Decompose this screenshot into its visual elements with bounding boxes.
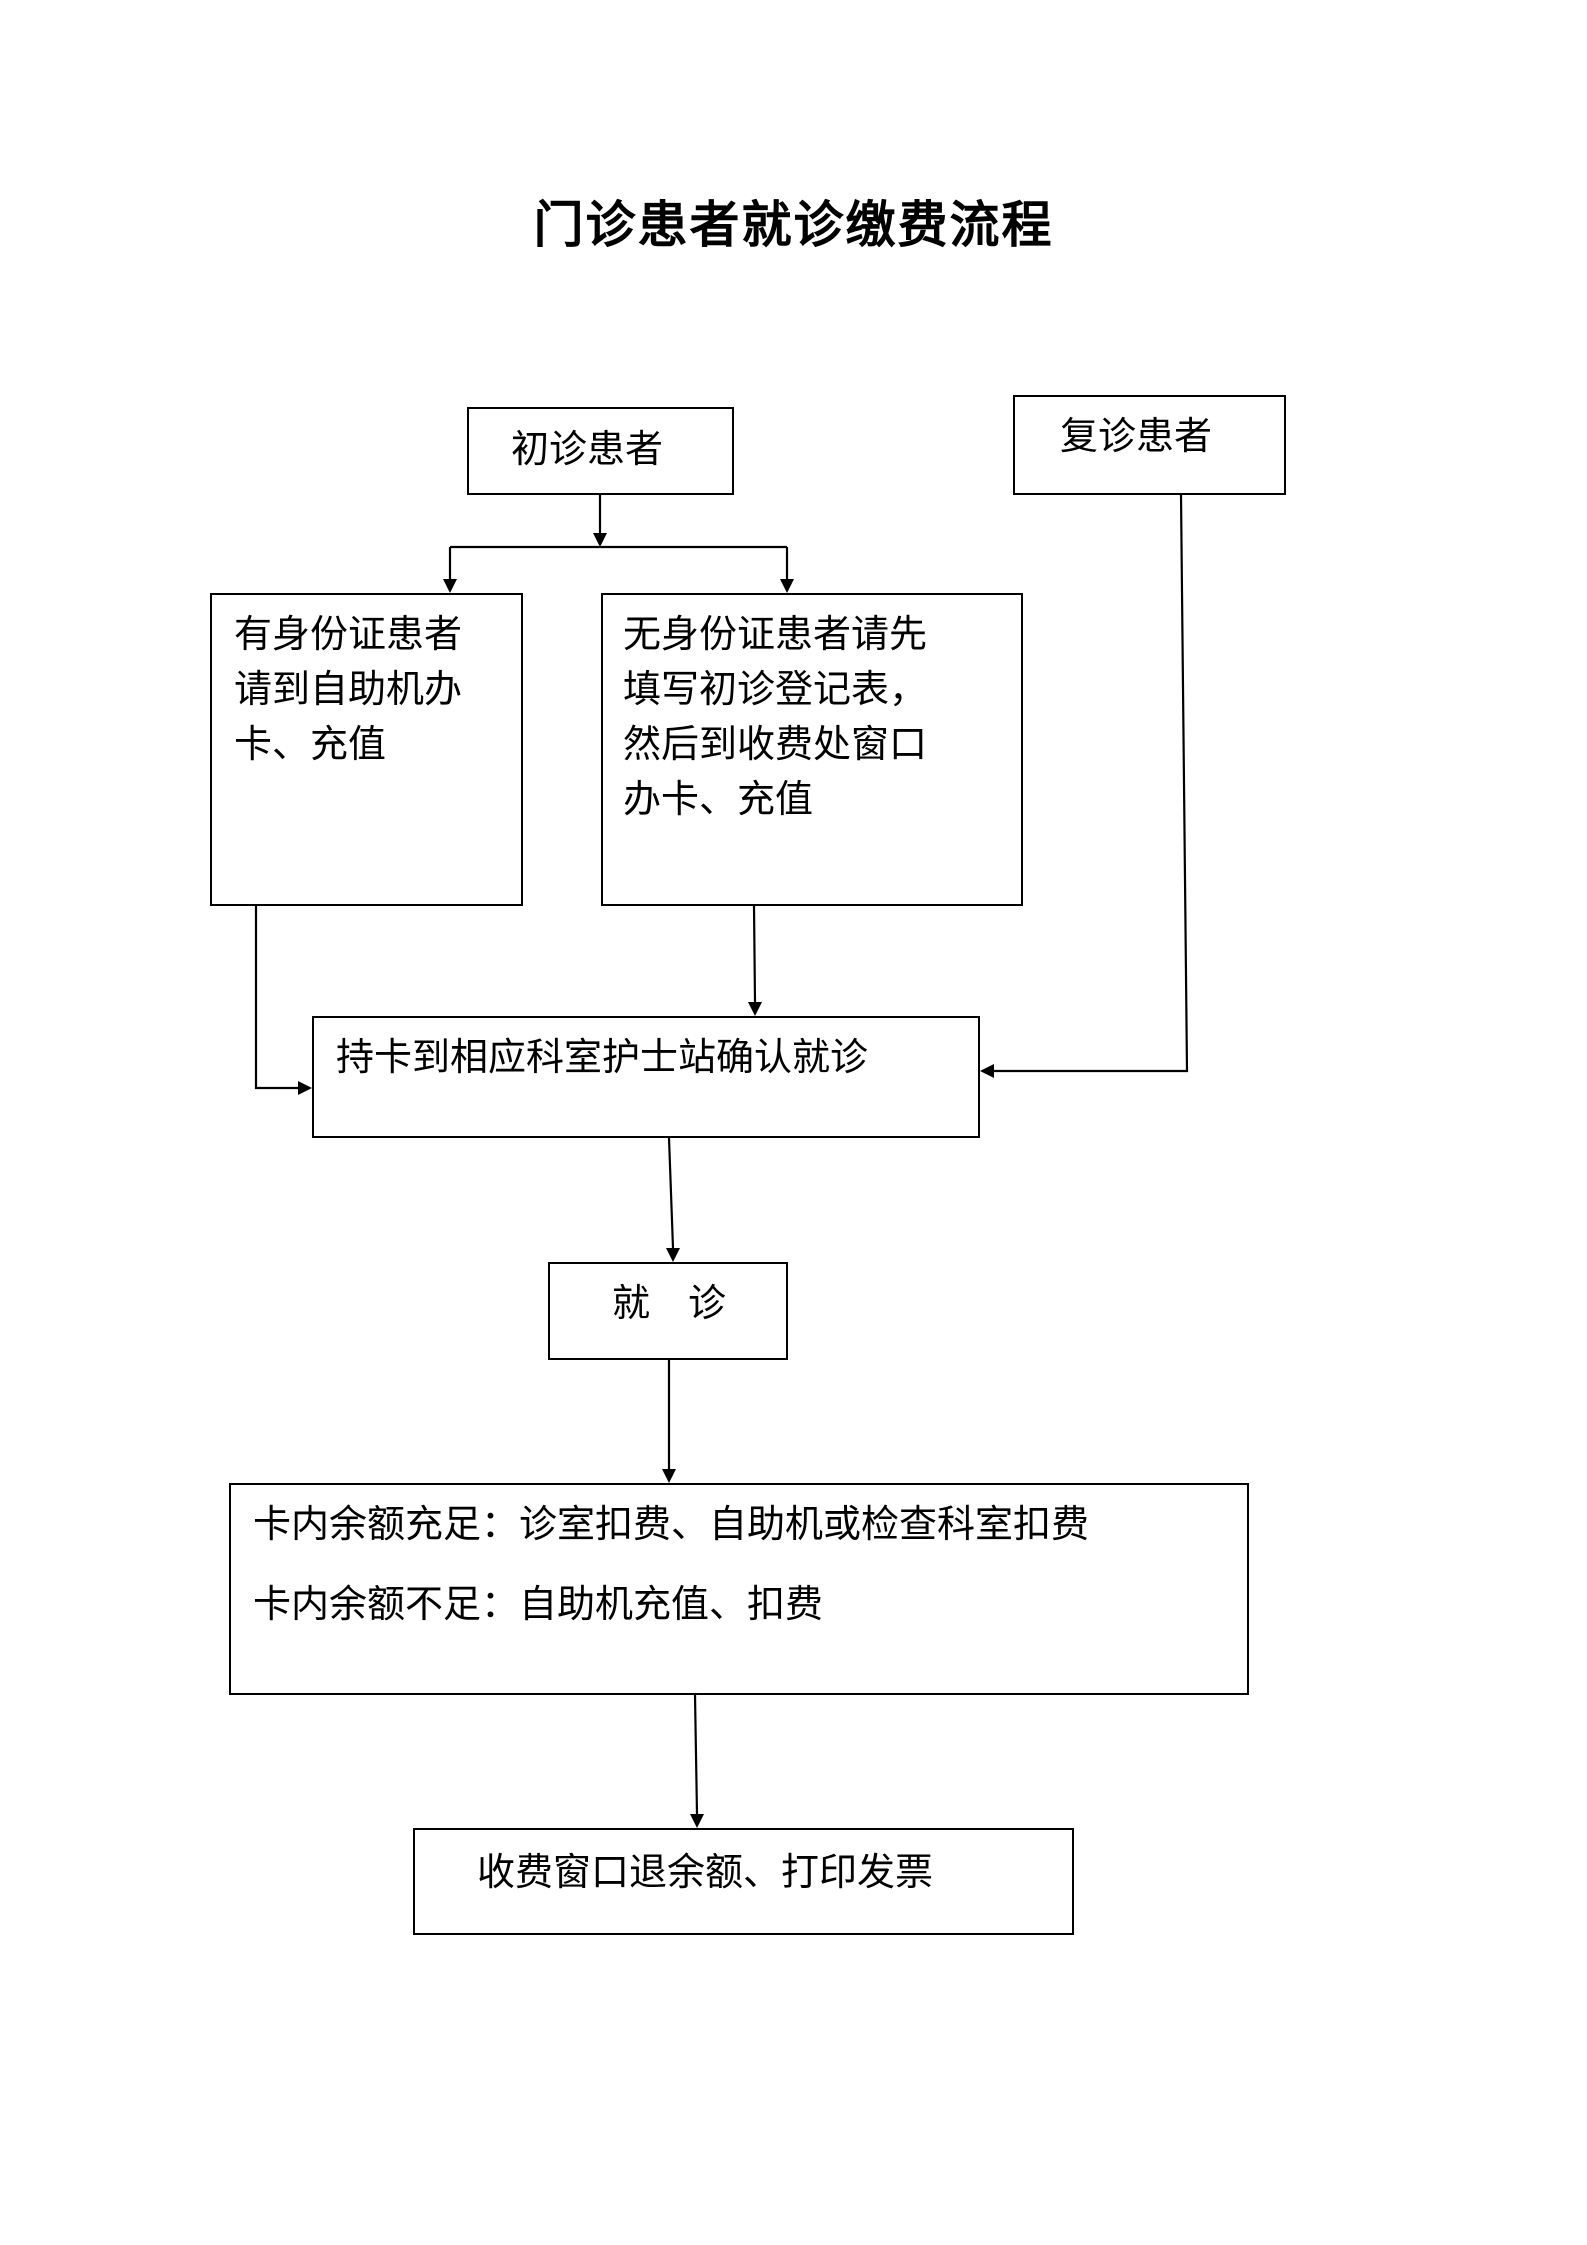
connector-confirm-to-consult: [667, 1137, 675, 1249]
first-visit-box: 初诊患者: [467, 407, 734, 495]
refund-label: 收费窗口退余额、打印发票: [477, 1850, 934, 1894]
arrowhead: [780, 579, 794, 593]
arrowhead: [748, 1002, 762, 1016]
return-visit-label: 复诊患者: [1060, 414, 1213, 458]
consult-box: 就 诊: [548, 1262, 788, 1360]
return-visit-box: 复诊患者: [1013, 395, 1286, 495]
arrowhead: [443, 579, 457, 593]
refund-box: 收费窗口退余额、打印发票: [413, 1828, 1074, 1935]
arrowhead: [662, 1469, 676, 1483]
confirm-box: 持卡到相应科室护士站确认就诊: [312, 1016, 980, 1138]
without-id-label: 无身份证患者请先 填写初诊登记表， 然后到收费处窗口 办卡、充值: [623, 612, 928, 821]
connector-billing-to-refund: [693, 1694, 699, 1815]
arrowhead: [593, 533, 607, 547]
first-visit-label: 初诊患者: [511, 427, 664, 471]
confirm-label: 持卡到相应科室护士站确认就诊: [336, 1035, 869, 1079]
balance-sufficient-label: 卡内余额充足：诊室扣费、自助机或检查科室扣费: [253, 1502, 1090, 1546]
connector-without-id-to-confirm: [752, 905, 757, 1003]
arrowhead: [666, 1248, 680, 1262]
arrowhead: [298, 1081, 312, 1095]
without-id-box: 无身份证患者请先 填写初诊登记表， 然后到收费处窗口 办卡、充值: [601, 593, 1023, 906]
arrowhead: [690, 1814, 704, 1828]
billing-box: 卡内余额充足：诊室扣费、自助机或检查科室扣费 卡内余额不足：自助机充值、扣费: [229, 1483, 1249, 1695]
arrowhead: [980, 1064, 994, 1078]
connector-with-id-to-confirm: [254, 906, 298, 1090]
balance-insufficient-label: 卡内余额不足：自助机充值、扣费: [253, 1582, 824, 1626]
with-id-box: 有身份证患者 请到自助机办 卡、充值: [210, 593, 523, 906]
consult-label: 就 诊: [612, 1281, 727, 1325]
connector-return-visit-to-confirm: [994, 494, 1189, 1073]
page-title: 门诊患者就诊缴费流程: [533, 196, 1054, 254]
with-id-label: 有身份证患者 请到自助机办 卡、充值: [234, 612, 463, 766]
